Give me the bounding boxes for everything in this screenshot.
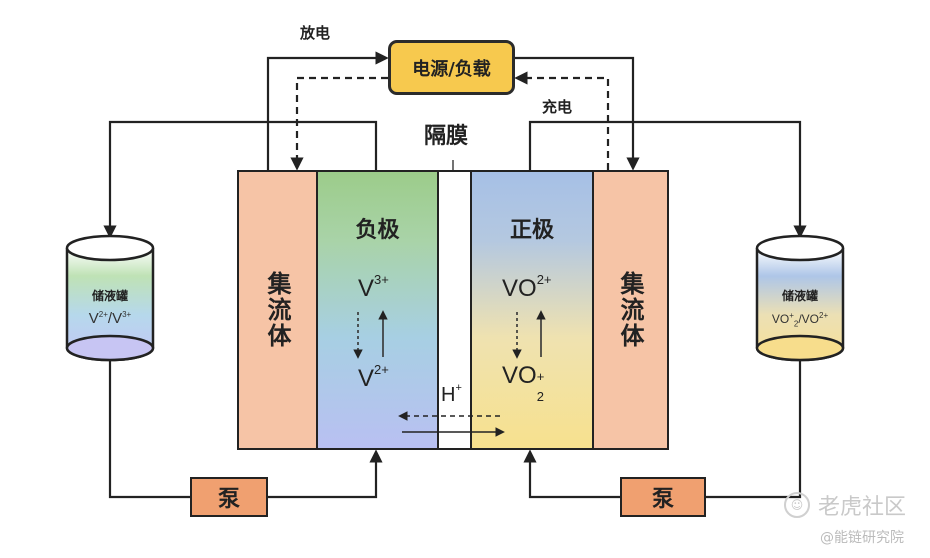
negative-electrode-title: 负极 [355,218,400,243]
watermark-brand: 老虎社区 [818,495,907,520]
electrolyte-line-right-top [528,120,807,239]
tank-right-label: 储液罐 [781,289,818,303]
charge-wire-left [290,76,388,171]
ion-v3: V3+ [358,272,389,302]
ion-vo2plus: VO2+ [502,272,552,302]
power-load-box: 电源/负载 [388,40,515,95]
charge-label: 充电 [542,98,573,116]
tank-right [755,234,845,362]
current-collector-left-label: 集流体 [263,271,291,349]
tank-left-ions: V2+/V3+ [88,310,132,327]
positive-electrode: 正极 VO2+ VO+2 [470,170,594,450]
tank-left [65,234,155,362]
pump-left-label: 泵 [217,487,240,512]
electrolyte-line-right-return [523,449,620,499]
power-load-label: 电源/负载 [412,58,491,80]
charge-wire-right [514,71,610,170]
ion-v2: V2+ [358,362,389,392]
tank-left-label: 储液罐 [91,289,128,303]
pump-left: 泵 [190,477,268,517]
positive-electrode-title: 正极 [509,218,554,243]
discharge-wire-left [266,51,389,170]
current-collector-right-label: 集流体 [616,271,644,349]
tank-right-ions: VO+2/VO2+ [771,311,829,329]
discharge-wire-right [515,56,640,171]
ion-vo2-plus: VO+2 [502,362,545,404]
proton-label: H+ [441,382,462,406]
watermark-author: @能链研究院 [820,530,904,546]
pump-right-label: 泵 [651,487,674,512]
membrane-label: 隔膜 [424,124,469,149]
current-collector-right: 集流体 [592,170,669,450]
electrolyte-line-left-bottom [108,360,190,499]
electrolyte-line-left-top [103,120,378,239]
pump-right: 泵 [620,477,706,517]
negative-electrode: 负极 V3+ V2+ [316,170,439,450]
discharge-label: 放电 [300,24,331,42]
watermark-logo-icon: ☺ [784,492,810,518]
electrolyte-line-left-return [268,449,383,499]
